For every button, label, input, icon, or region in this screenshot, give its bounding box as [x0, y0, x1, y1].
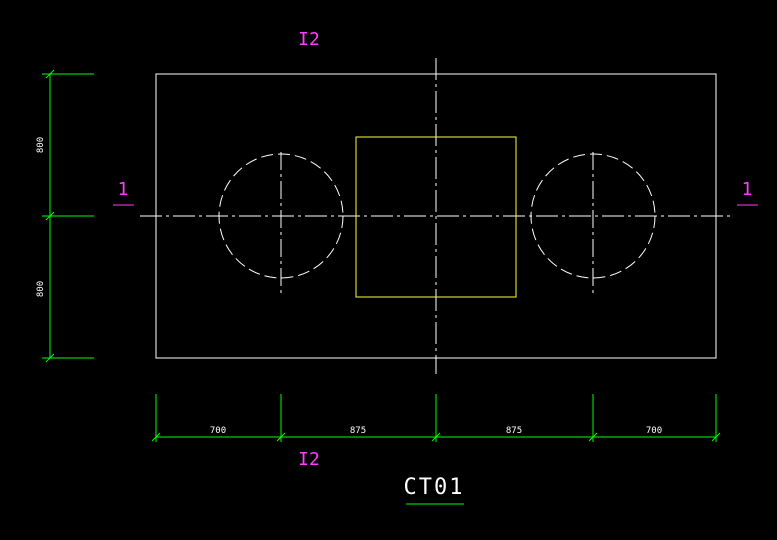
column-outline	[355, 136, 517, 298]
drawing-title: CT01	[404, 475, 465, 500]
dim-horizontal-2: 875	[350, 426, 366, 436]
vertical-dimension	[42, 69, 94, 363]
dim-horizontal-3: 875	[506, 426, 522, 436]
horizontal-dimension	[151, 394, 721, 442]
section-label-bottom: I2	[298, 449, 320, 470]
dim-vertical-top: 800	[36, 137, 46, 153]
right-pile-circle	[530, 153, 656, 279]
dim-horizontal-1: 700	[210, 426, 226, 436]
section-label-top: I2	[298, 29, 320, 50]
section-label-left: 1	[118, 179, 129, 200]
dim-vertical-bottom: 800	[36, 281, 46, 297]
section-label-right: 1	[742, 179, 753, 200]
left-pile-circle	[218, 153, 344, 279]
dim-horizontal-4: 700	[646, 426, 662, 436]
